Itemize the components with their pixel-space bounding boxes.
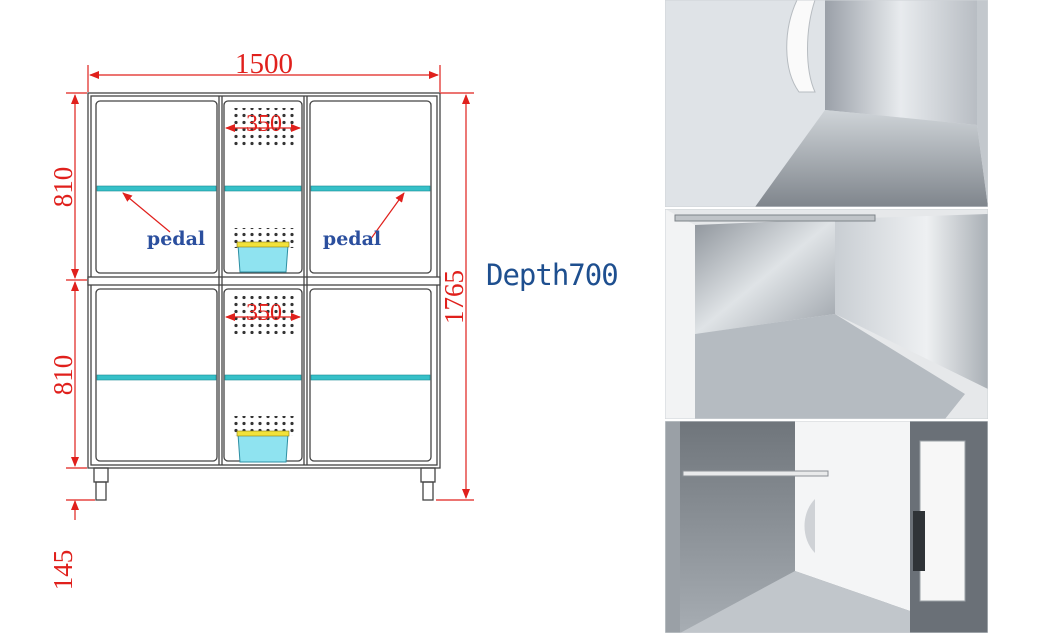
pedal-label-right: pedal	[323, 228, 381, 250]
cabinet-body	[87, 92, 441, 469]
shelves	[96, 185, 431, 381]
upper-mid-width-label: 350	[246, 111, 282, 137]
pedal-label-left: pedal	[147, 228, 205, 250]
leg-height-label: 145	[48, 550, 78, 591]
lower-mid-width-label: 350	[246, 300, 282, 326]
cabinet-legs	[93, 467, 436, 501]
width-dimension-label: 1500	[235, 48, 293, 80]
depth-label: Depth700	[486, 258, 619, 292]
drain-trays	[236, 241, 290, 463]
interior-photo-top	[665, 0, 988, 207]
lower-height-label: 810	[48, 355, 78, 396]
interior-photo-middle	[665, 209, 988, 419]
cabinet-technical-drawing: 1500 350 350 810 810 145 1765 pedal peda…	[48, 48, 474, 591]
total-height-label: 1765	[439, 270, 469, 324]
dimension-lines	[66, 65, 474, 520]
interior-photo-bottom	[665, 421, 988, 633]
upper-height-label: 810	[48, 167, 78, 208]
